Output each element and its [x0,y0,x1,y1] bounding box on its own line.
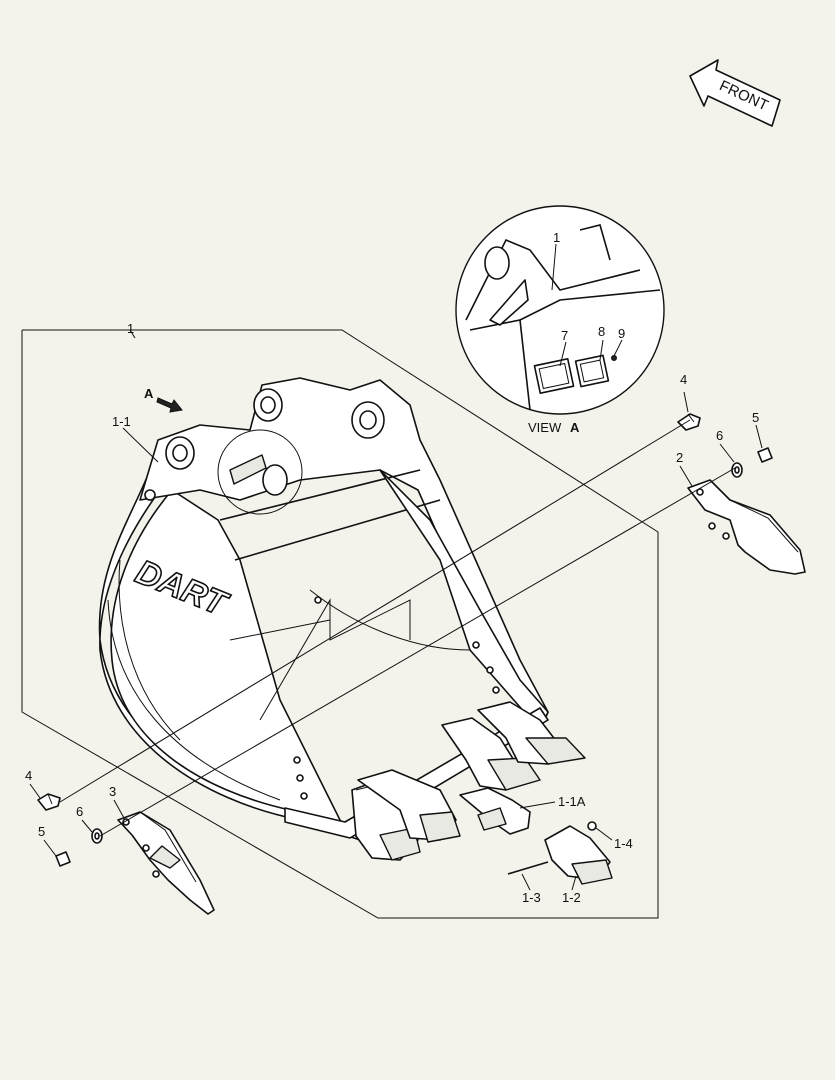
pin-1-3 [507,861,549,875]
nut-5-left [55,851,71,867]
callout-1-2: 1-2 [562,890,581,905]
view-label: VIEW [528,420,562,435]
leader-lines [29,329,763,891]
lock-1-4 [587,821,597,831]
tooth-1-1A [459,787,531,835]
callout-labels: 1 1-1 1-1A 1-4 1-3 1-2 2 3 4 4 5 5 6 6 [25,321,759,905]
washer-6-right [731,462,743,478]
bucket-body: DART [98,377,549,841]
tooth-2 [357,769,461,843]
callout-3: 3 [109,784,116,799]
bolt-4-left [37,793,61,811]
plate-8 [574,354,610,388]
front-arrow: FRONT [689,59,781,127]
tooth-1-2 [544,825,613,885]
tooth-3 [441,717,541,791]
callout-5-right: 5 [752,410,759,425]
callout-6-left: 6 [76,804,83,819]
side-cutter-3 [117,811,215,915]
tooth-4 [477,701,586,765]
teeth-row [351,701,613,885]
detail-circle [217,429,303,515]
arrow-a: A [144,386,183,413]
callout-2: 2 [676,450,683,465]
rivet-9 [611,355,617,361]
view-callout-8: 8 [598,324,605,339]
nut-5-right [757,447,773,463]
callout-1-top: 1 [127,321,134,336]
side-cutter-2 [687,479,806,575]
callout-1-3: 1-3 [522,890,541,905]
callout-4-right: 4 [680,372,687,387]
arrow-letter: A [144,386,154,401]
bolt-4-right [677,413,701,431]
callout-4-left: 4 [25,768,32,783]
callout-6-right: 6 [716,428,723,443]
view-callout-7: 7 [561,328,568,343]
washer-6-left [91,828,103,844]
view-letter: A [570,420,580,435]
callout-5-left: 5 [38,824,45,839]
view-callout-9: 9 [618,326,625,341]
view-a-detail: 1 7 8 9 VIEW A [455,205,665,435]
callout-1-4: 1-4 [614,836,633,851]
assembly-outline [21,329,659,919]
callout-1-1A: 1-1A [558,794,586,809]
view-callout-1: 1 [553,230,560,245]
callout-1-1: 1-1 [112,414,131,429]
